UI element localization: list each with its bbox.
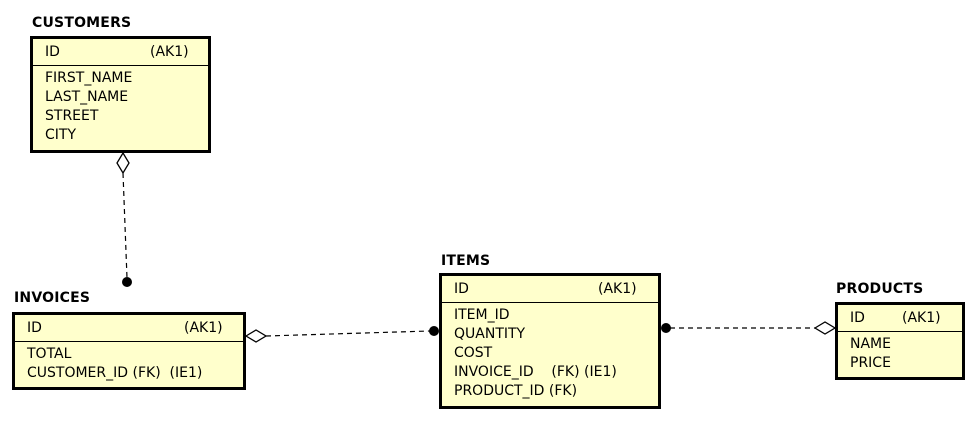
zero-or-one-diamond-icon: [244, 329, 268, 343]
invoices-title: INVOICES: [14, 290, 91, 306]
customers-attr: STREET: [45, 108, 99, 124]
customers-key-row: ID (AK1): [33, 39, 208, 66]
items-key-row: ID (AK1): [442, 276, 658, 303]
zero-or-one-diamond-icon: [116, 151, 130, 175]
products-key-row: ID (AK1): [838, 305, 962, 332]
items-attributes: ITEM_ID QUANTITY COST INVOICE_ID (FK) (I…: [442, 303, 658, 401]
items-attr: QUANTITY: [454, 326, 526, 342]
relationship-invoices-items[interactable]: [244, 326, 439, 343]
products-attributes: NAME PRICE: [838, 332, 962, 373]
invoices-attr: CUSTOMER_ID (FK) (IE1): [27, 365, 203, 381]
relationship-products-items[interactable]: [661, 321, 837, 335]
customers-ak: (AK1): [150, 44, 189, 60]
relationship-customers-invoices[interactable]: [116, 151, 132, 287]
customers-pk: ID: [45, 44, 60, 60]
invoices-entity[interactable]: ID (AK1) TOTAL CUSTOMER_ID (FK) (IE1): [12, 312, 246, 390]
zero-or-one-diamond-icon: [813, 321, 837, 335]
items-entity[interactable]: ID (AK1) ITEM_ID QUANTITY COST INVOICE_I…: [439, 273, 661, 409]
invoices-key-row: ID (AK1): [15, 315, 243, 342]
products-ak: (AK1): [902, 310, 941, 326]
items-attr: PRODUCT_ID (FK): [454, 383, 578, 399]
customers-attr: FIRST_NAME: [45, 70, 133, 86]
many-dot-icon: [661, 323, 671, 333]
products-attr: NAME: [850, 336, 891, 352]
products-entity[interactable]: ID (AK1) NAME PRICE: [835, 302, 965, 380]
relationship-line: [122, 172, 128, 279]
customers-attributes: FIRST_NAME LAST_NAME STREET CITY: [33, 66, 208, 145]
products-title: PRODUCTS: [836, 281, 924, 297]
items-pk: ID: [454, 281, 469, 297]
many-dot-icon: [429, 326, 439, 336]
customers-attr: LAST_NAME: [45, 89, 129, 105]
items-ak: (AK1): [598, 281, 637, 297]
items-attr: COST: [454, 345, 493, 361]
invoices-ak: (AK1): [184, 320, 223, 336]
invoices-attr: TOTAL: [27, 346, 72, 362]
products-pk: ID: [850, 310, 865, 326]
invoices-pk: ID: [27, 320, 42, 336]
items-title: ITEMS: [441, 253, 491, 269]
customers-title: CUSTOMERS: [32, 15, 132, 31]
customers-entity[interactable]: ID (AK1) FIRST_NAME LAST_NAME STREET CIT…: [30, 36, 211, 153]
invoices-attributes: TOTAL CUSTOMER_ID (FK) (IE1): [15, 342, 243, 383]
customers-attr: CITY: [45, 127, 77, 143]
many-dot-icon: [122, 277, 132, 287]
products-attr: PRICE: [850, 355, 891, 371]
relationship-line: [265, 330, 431, 337]
items-attr: INVOICE_ID (FK) (IE1): [454, 364, 617, 380]
items-attr: ITEM_ID: [454, 307, 510, 323]
